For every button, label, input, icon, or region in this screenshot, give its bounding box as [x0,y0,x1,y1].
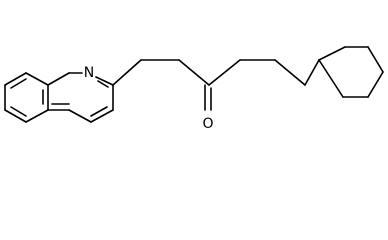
nitrogen-label: N [84,65,94,81]
nitrogen-atom: N [84,65,94,81]
ketone-chain [112,59,306,111]
cyclohexyl-ring [304,46,384,98]
oxygen-label: O [202,116,213,132]
oxygen-atom: O [200,114,216,132]
benzo-ring [4,72,49,123]
pyridine-ring [47,72,114,123]
chemical-structure: N O [4,46,384,132]
